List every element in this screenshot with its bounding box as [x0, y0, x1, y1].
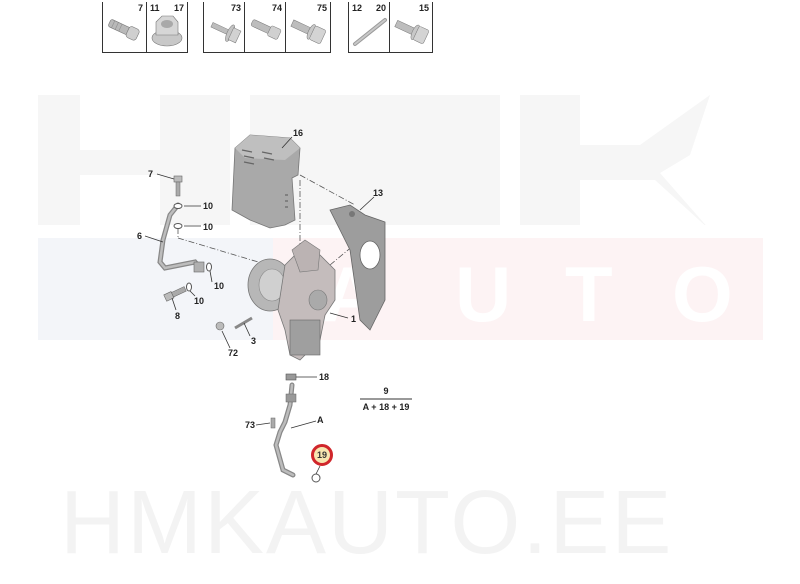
- watermark-letter-u: U: [455, 250, 512, 338]
- part-number: 74: [271, 3, 282, 13]
- hardware-cell-7: 7: [103, 2, 147, 52]
- part-number: 12: [352, 3, 363, 13]
- watermark-k-shape: [580, 95, 770, 230]
- watermark-h-gap-bottom: [80, 175, 160, 225]
- part-number: 7: [137, 3, 143, 13]
- hardware-cell-11-17: 11 17: [147, 2, 187, 52]
- hardware-cell-75: 75: [286, 2, 330, 52]
- hardware-cell-15: 15: [390, 2, 432, 52]
- callout-72[interactable]: 72: [228, 348, 239, 358]
- callout-10c[interactable]: 10: [214, 281, 225, 291]
- watermark-h-gap-top: [80, 95, 160, 150]
- callout-1[interactable]: 1: [351, 314, 357, 324]
- bracket-13: [329, 204, 386, 331]
- part-number: 15: [418, 3, 429, 13]
- part-number: 75: [316, 3, 327, 13]
- callout-8[interactable]: 8: [175, 311, 181, 321]
- kit-formula-denominator: A + 18 + 19: [362, 402, 410, 412]
- callout-16[interactable]: 16: [293, 128, 304, 138]
- hardware-cell-74: 74: [245, 2, 286, 52]
- socket-cap-screw-icon: [250, 19, 282, 40]
- nut-72: [215, 321, 225, 331]
- hardware-group-1: 7 11 17: [102, 2, 188, 53]
- stud-3: [234, 316, 253, 330]
- hardware-cell-73: 73: [204, 2, 245, 52]
- hardware-group-3: 12 20 15: [348, 2, 433, 53]
- banjo-bolt-icon: [108, 19, 140, 41]
- turbocharger-1: [247, 239, 336, 361]
- stud-icon: [353, 18, 387, 46]
- highlighted-part-19-badge[interactable]: 19: [311, 444, 333, 466]
- heat-shield-16: [231, 134, 301, 229]
- banjo-bolt-8: [163, 286, 187, 302]
- callout-A[interactable]: A: [317, 415, 324, 425]
- part-number: 20: [375, 3, 386, 13]
- callout-7[interactable]: 7: [148, 169, 154, 179]
- flange-bolt-icon: [290, 19, 326, 44]
- callout-3[interactable]: 3: [251, 336, 257, 346]
- callout-10a[interactable]: 10: [203, 201, 214, 211]
- leader-lines: [144, 136, 375, 475]
- callout-6[interactable]: 6: [137, 231, 143, 241]
- clip-18: [285, 373, 297, 381]
- screw-73: [270, 417, 276, 429]
- hardware-cell-12-20: 12 20: [349, 2, 390, 52]
- oil-feed-pipe-6: [157, 202, 205, 273]
- part-number: 11: [150, 3, 160, 13]
- kit-formula-numerator: 9: [383, 386, 389, 396]
- hardware-group-2: 73 74 75: [203, 2, 331, 53]
- callout-18[interactable]: 18: [319, 372, 330, 382]
- callout-13[interactable]: 13: [373, 188, 384, 198]
- watermark-letter-t: T: [565, 250, 613, 338]
- washer-bolt-icon: [210, 22, 242, 44]
- part-number: 17: [173, 3, 184, 13]
- banjo-bolt-7: [173, 175, 183, 197]
- callout-73[interactable]: 73: [245, 420, 256, 430]
- callout-10d[interactable]: 10: [194, 296, 205, 306]
- watermark-letter-o: O: [672, 250, 733, 338]
- callout-10b[interactable]: 10: [203, 222, 214, 232]
- part-number: 73: [230, 3, 241, 13]
- watermark-mk-gap: [500, 95, 520, 225]
- oil-return-pipe-A: [273, 382, 297, 478]
- watermark-footer-text: HMKAUTO.EE: [60, 473, 674, 573]
- flange-nut-icon: [151, 15, 183, 47]
- flange-bolt-icon: [394, 19, 429, 44]
- seal-ring-19: [311, 473, 321, 483]
- sealing-washers-10: [173, 203, 212, 292]
